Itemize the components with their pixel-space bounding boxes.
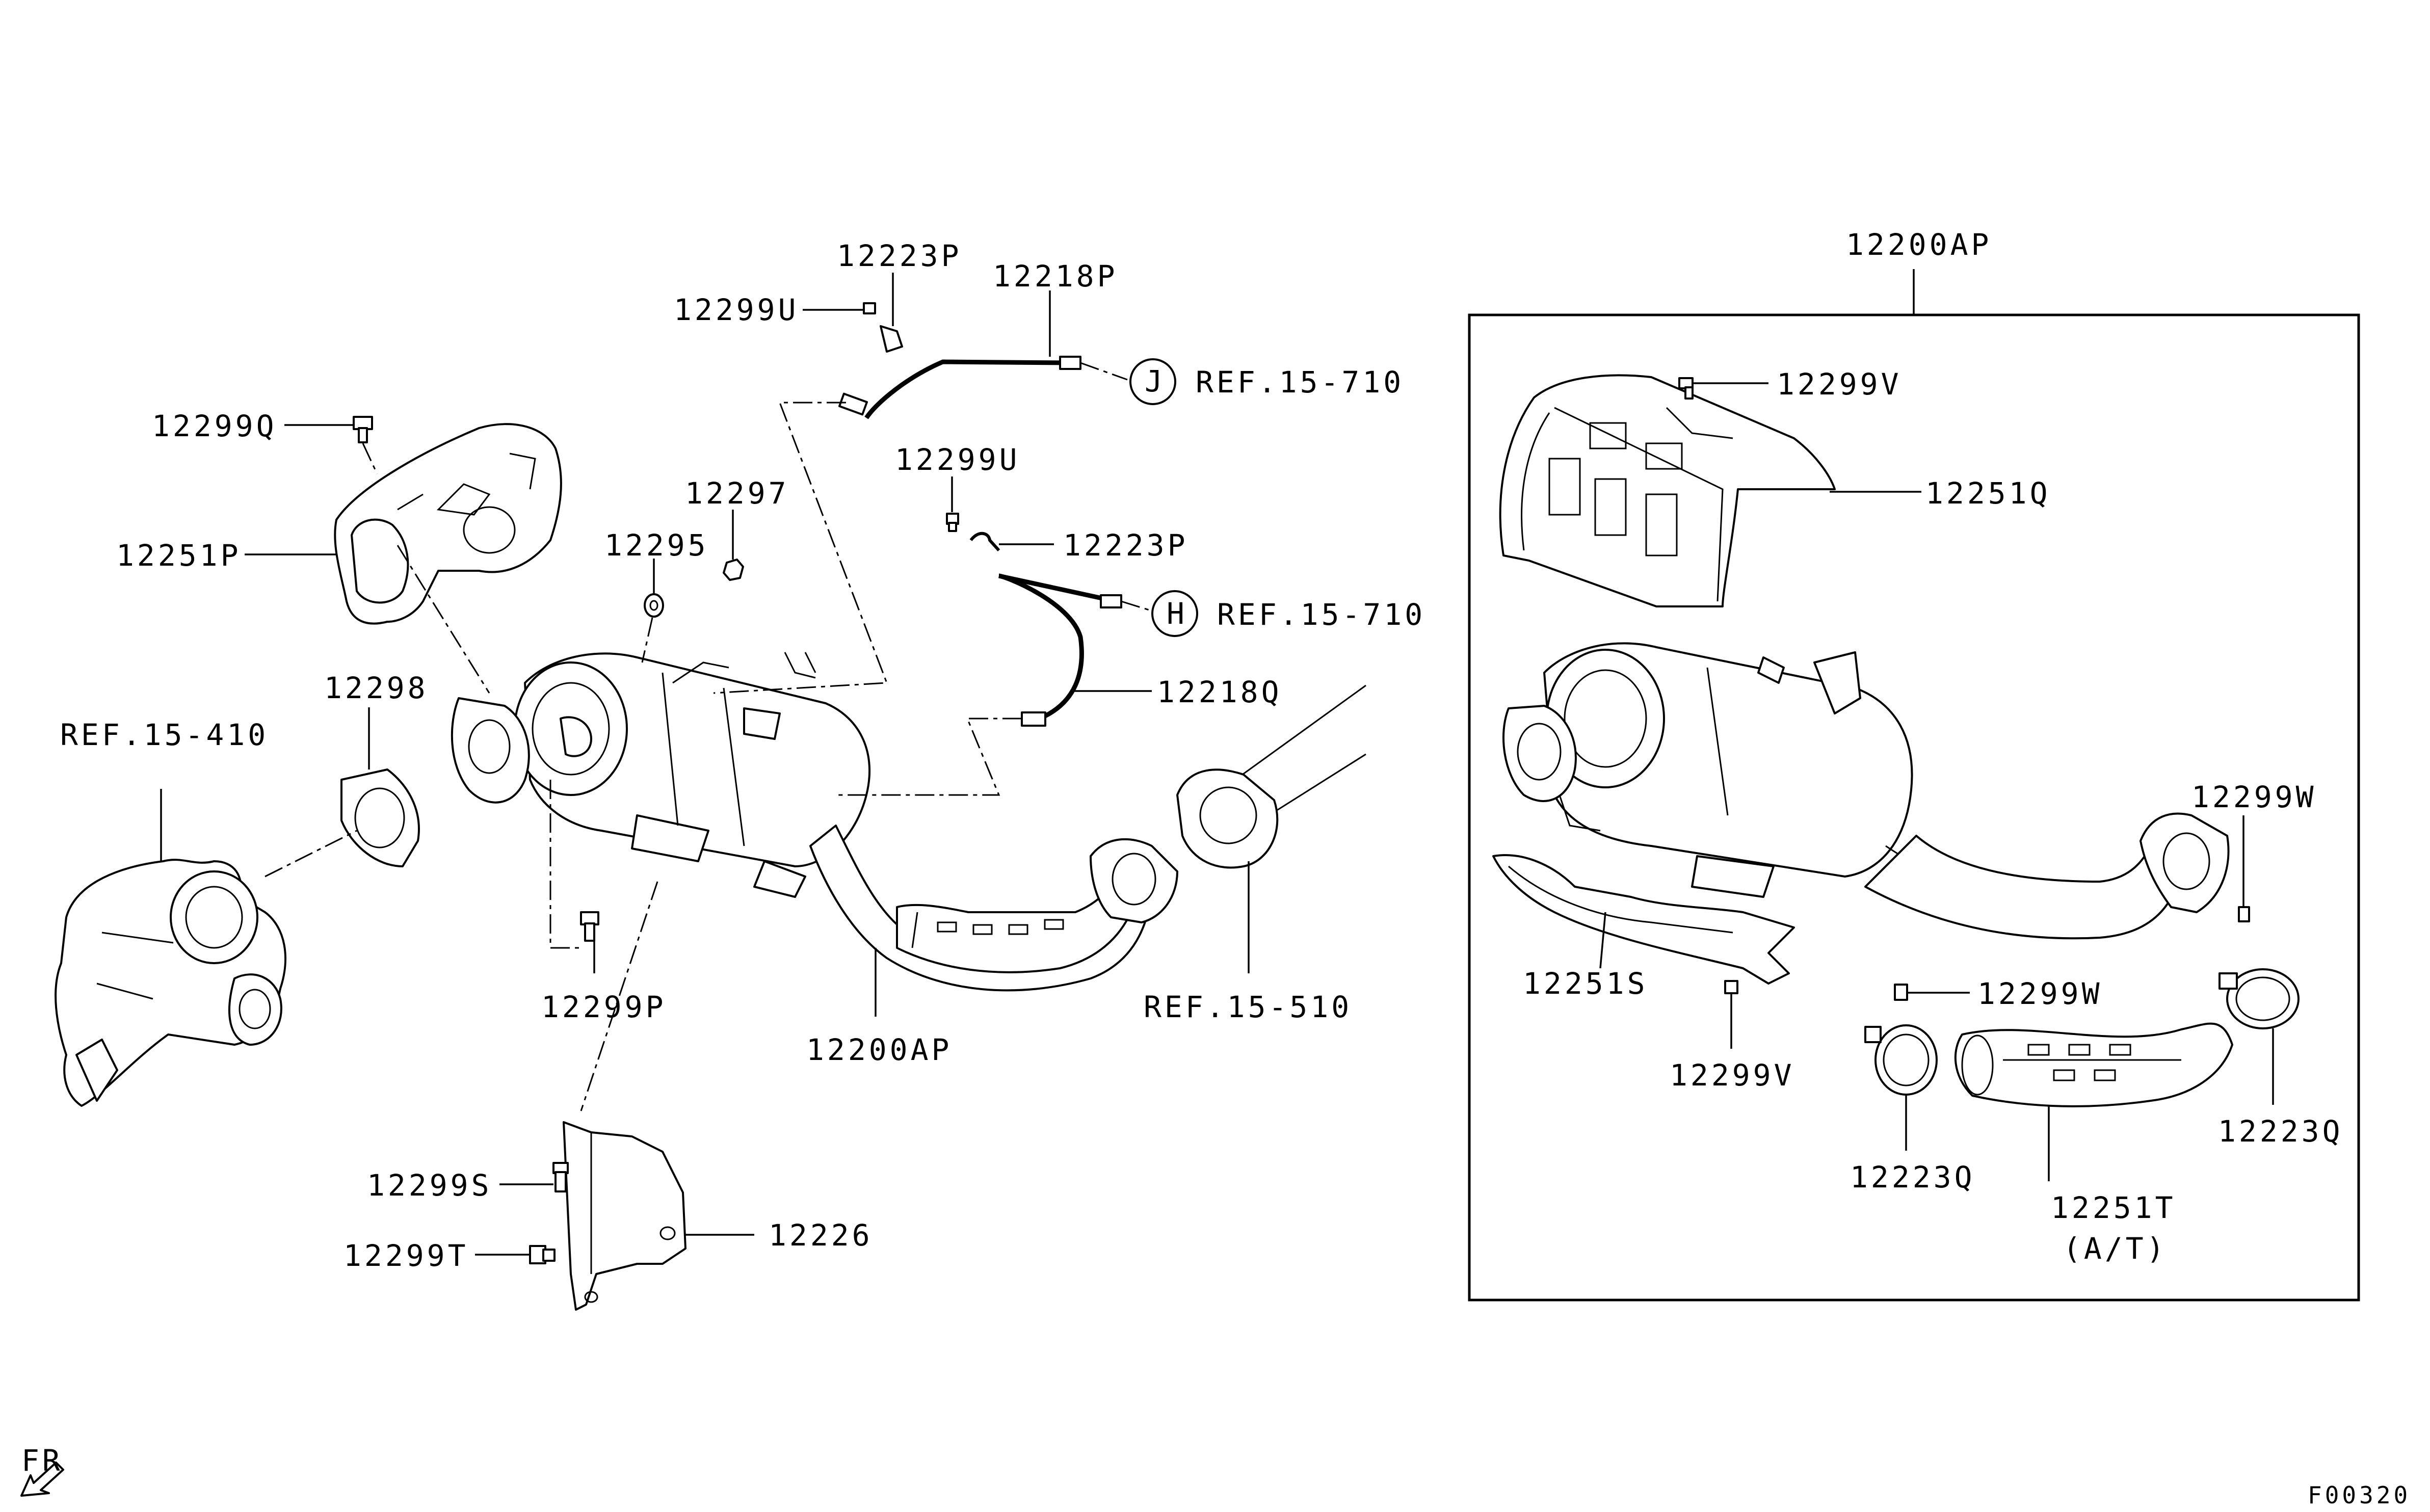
label-ref-510: REF.15-510: [1144, 990, 1352, 1024]
gasket-12298[interactable]: [340, 768, 420, 867]
washer-12295[interactable]: [644, 593, 664, 618]
label-12251S: 12251S: [1523, 966, 1648, 1001]
callout-labels: 12223P 12218P 12299U J REF.15-710 12299Q…: [21, 227, 2411, 1509]
label-12299V-top: 12299V: [1777, 367, 1902, 402]
label-12299T: 12299T: [344, 1238, 469, 1273]
bolt-12299V-bottom[interactable]: [1724, 980, 1738, 994]
label-12218Q: 12218Q: [1157, 675, 1282, 709]
clamp-12223Q-right[interactable]: [2218, 968, 2300, 1029]
sensor-pipe-12218P[interactable]: [838, 356, 1081, 419]
catalyst-assembly-main[interactable]: [451, 652, 1178, 992]
heat-shield-12251P[interactable]: [334, 423, 562, 625]
label-12218P: 12218P: [993, 259, 1118, 294]
label-12251Q: 12251Q: [1925, 476, 2051, 511]
bolt-12299W-right[interactable]: [2238, 906, 2250, 922]
clip-12223P-top[interactable]: [880, 325, 903, 353]
exhaust-pipe-ref-510[interactable]: [1176, 684, 1366, 869]
bolt-12299P[interactable]: [580, 911, 599, 942]
label-12223P-top: 12223P: [837, 238, 962, 273]
label-at-note: (A/T): [2063, 1231, 2168, 1266]
label-ref-410: REF.15-410: [60, 718, 269, 752]
label-12299U-mid: 12299U: [895, 442, 1020, 477]
clamp-12223Q-left[interactable]: [1864, 1024, 1938, 1096]
label-ref-H: REF.15-710: [1217, 597, 1425, 632]
label-12299U-top: 12299U: [674, 293, 799, 327]
label-12226: 12226: [769, 1218, 873, 1253]
heat-shield-12251S[interactable]: [1492, 854, 1795, 985]
label-12295: 12295: [604, 528, 709, 563]
label-ref-J-letter: J: [1145, 364, 1166, 399]
label-12299W-mid: 12299W: [1977, 976, 2103, 1011]
label-12299S: 12299S: [367, 1168, 492, 1203]
ref-circle-H: [1151, 590, 1198, 637]
label-12223Q-right: 12223Q: [2218, 1114, 2343, 1149]
bolt-12299V-top[interactable]: [1678, 377, 1694, 400]
label-12297: 12297: [685, 476, 789, 511]
label-ref-J: REF.15-710: [1196, 365, 1404, 400]
label-12200AP-main: 12200AP: [806, 1032, 952, 1067]
turbocharger[interactable]: [55, 859, 286, 1107]
label-12223Q-left: 12223Q: [1850, 1160, 1975, 1195]
label-12251T: 12251T: [2051, 1190, 2176, 1225]
catalyst-assembly-box[interactable]: [1502, 642, 2230, 940]
label-12299P: 12299P: [541, 990, 667, 1024]
label-fr: FR: [21, 1443, 63, 1478]
label-12251P: 12251P: [116, 538, 242, 573]
bolt-12299U-top[interactable]: [863, 302, 876, 314]
label-12223P-mid: 12223P: [1063, 528, 1188, 563]
label-12200AP-box: 12200AP: [1846, 227, 1992, 262]
pipe-shield-12251T[interactable]: [1954, 1022, 2233, 1107]
ref-circle-J: [1129, 358, 1176, 405]
clip-12223P-mid[interactable]: [969, 532, 1000, 552]
label-12299V-bottom: 12299V: [1670, 1058, 1795, 1093]
bracket-12226[interactable]: [563, 1121, 686, 1311]
bolt-12299W-mid[interactable]: [1894, 984, 1908, 1001]
sensor-pipe-12218Q[interactable]: [998, 573, 1122, 727]
bolt-12299T[interactable]: [529, 1245, 556, 1264]
bolt-12299Q[interactable]: [353, 416, 373, 443]
label-12299Q: 12299Q: [152, 409, 277, 443]
bolt-12299U-mid[interactable]: [946, 513, 959, 532]
figure-code: F00320: [2308, 1481, 2411, 1509]
label-ref-H-letter: H: [1167, 596, 1187, 631]
label-12299W-right: 12299W: [2191, 780, 2317, 814]
front-arrow-icon: [20, 1462, 64, 1497]
label-12298: 12298: [324, 671, 429, 705]
nut-12297[interactable]: [723, 559, 744, 581]
bolt-12299S[interactable]: [552, 1162, 569, 1192]
heat-shield-12251Q[interactable]: [1499, 374, 1836, 607]
